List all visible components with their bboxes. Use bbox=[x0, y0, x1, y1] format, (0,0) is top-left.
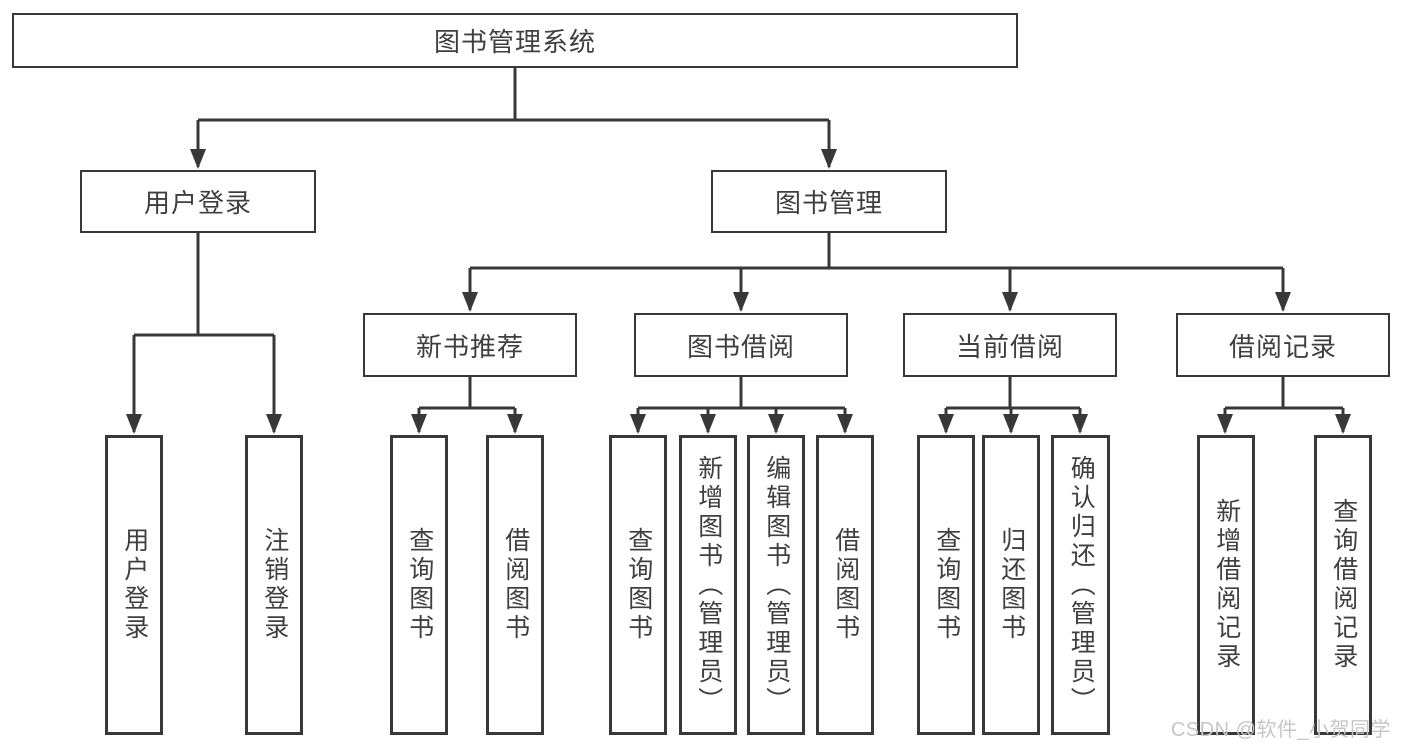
leaf-return-book: 归还图书 bbox=[982, 435, 1040, 735]
node-new-book-recommend: 新书推荐 bbox=[363, 313, 577, 377]
connector-borrow-records-bar bbox=[1225, 377, 1343, 410]
node-book-management: 图书管理 bbox=[711, 170, 947, 233]
leaf-query-borrow-record: 查询借阅记录 bbox=[1314, 435, 1372, 735]
node-book-management-label: 图书管理 bbox=[774, 188, 883, 218]
leaf-query-books-2-label: 查询图书 bbox=[624, 527, 653, 643]
node-current-borrow-label: 当前借阅 bbox=[955, 331, 1064, 362]
leaf-logout: 注销登录 bbox=[245, 435, 303, 735]
node-book-borrow-label: 图书借阅 bbox=[686, 331, 795, 362]
leaf-query-books-3-label: 查询图书 bbox=[932, 527, 961, 643]
leaf-borrow-books-1: 借阅图书 bbox=[486, 435, 544, 735]
leaf-add-book-admin: 新增图书（管理员） bbox=[679, 435, 737, 735]
leaf-query-books-3: 查询图书 bbox=[917, 435, 975, 735]
connector-book-borrow-bar bbox=[638, 377, 845, 410]
node-new-book-recommend-label: 新书推荐 bbox=[415, 331, 524, 362]
node-book-borrow: 图书借阅 bbox=[634, 313, 848, 377]
leaf-borrow-books-2: 借阅图书 bbox=[816, 435, 874, 735]
leaf-query-books-1: 查询图书 bbox=[390, 435, 448, 735]
leaf-return-book-label: 归还图书 bbox=[997, 527, 1026, 643]
leaf-query-books-2: 查询图书 bbox=[609, 435, 667, 735]
node-user-login-label: 用户登录 bbox=[143, 188, 252, 218]
node-current-borrow: 当前借阅 bbox=[903, 313, 1117, 377]
connector-new-book-recommend-bar bbox=[419, 377, 515, 410]
leaf-edit-book-admin-label: 编辑图书（管理员） bbox=[762, 454, 791, 716]
connector-book-management-bar bbox=[470, 233, 1283, 270]
connector-root-bar bbox=[198, 68, 829, 122]
leaf-user-login-label: 用户登录 bbox=[120, 527, 149, 643]
node-borrow-records-label: 借阅记录 bbox=[1228, 331, 1337, 362]
leaf-borrow-books-1-label: 借阅图书 bbox=[501, 527, 530, 643]
leaf-user-login: 用户登录 bbox=[105, 435, 163, 735]
node-root-label: 图书管理系统 bbox=[433, 27, 596, 57]
node-root: 图书管理系统 bbox=[12, 13, 1018, 68]
leaf-edit-book-admin: 编辑图书（管理员） bbox=[747, 435, 805, 735]
leaf-confirm-return-admin: 确认归还（管理员） bbox=[1051, 435, 1110, 735]
leaf-query-borrow-record-label: 查询借阅记录 bbox=[1329, 498, 1358, 672]
leaf-logout-label: 注销登录 bbox=[260, 527, 289, 643]
connector-current-borrow-bar bbox=[946, 377, 1080, 410]
leaf-query-books-1-label: 查询图书 bbox=[405, 527, 434, 643]
leaf-add-borrow-record-label: 新增借阅记录 bbox=[1212, 498, 1241, 672]
node-borrow-records: 借阅记录 bbox=[1176, 313, 1390, 377]
leaf-confirm-return-admin-label: 确认归还（管理员） bbox=[1067, 454, 1096, 716]
connector-user-login-bar bbox=[134, 233, 274, 337]
leaf-borrow-books-2-label: 借阅图书 bbox=[831, 527, 860, 643]
leaf-add-book-admin-label: 新增图书（管理员） bbox=[694, 454, 723, 716]
leaf-add-borrow-record: 新增借阅记录 bbox=[1197, 435, 1255, 735]
watermark: CSDN @软件_小贺同学 bbox=[1170, 719, 1391, 741]
node-user-login: 用户登录 bbox=[80, 170, 316, 233]
